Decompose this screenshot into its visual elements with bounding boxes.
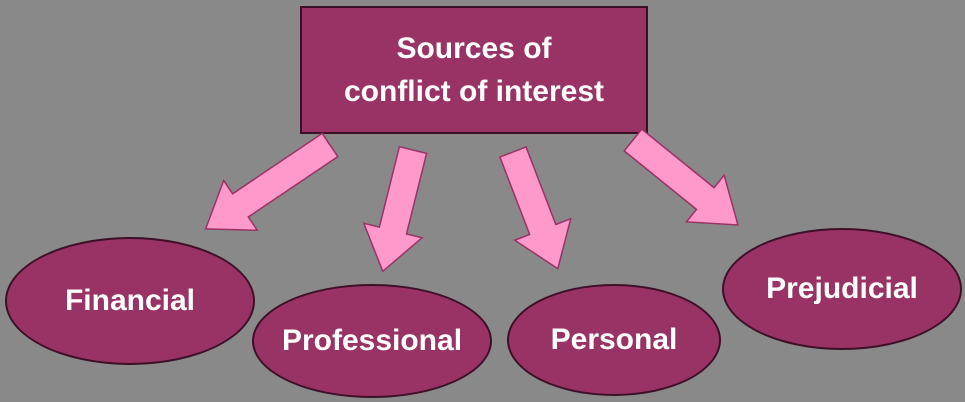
arrow-to-professional	[362, 145, 428, 273]
node-financial: Financial	[5, 237, 255, 365]
title-line-2: conflict of interest	[343, 75, 605, 108]
node-professional-label: Professional	[281, 324, 463, 357]
title-box: Sources of conflict of interest	[300, 6, 648, 134]
node-prejudicial: Prejudicial	[722, 228, 962, 350]
title-line-1: Sources of	[396, 31, 552, 65]
arrow-to-prejudicial	[623, 128, 739, 226]
node-prejudicial-label: Prejudicial	[766, 272, 918, 305]
node-professional: Professional	[252, 284, 492, 398]
node-personal: Personal	[507, 284, 721, 396]
arrow-to-financial	[204, 132, 339, 232]
arrow-to-personal	[498, 146, 572, 270]
node-personal-label: Personal	[550, 323, 678, 356]
node-financial-label: Financial	[64, 284, 196, 317]
